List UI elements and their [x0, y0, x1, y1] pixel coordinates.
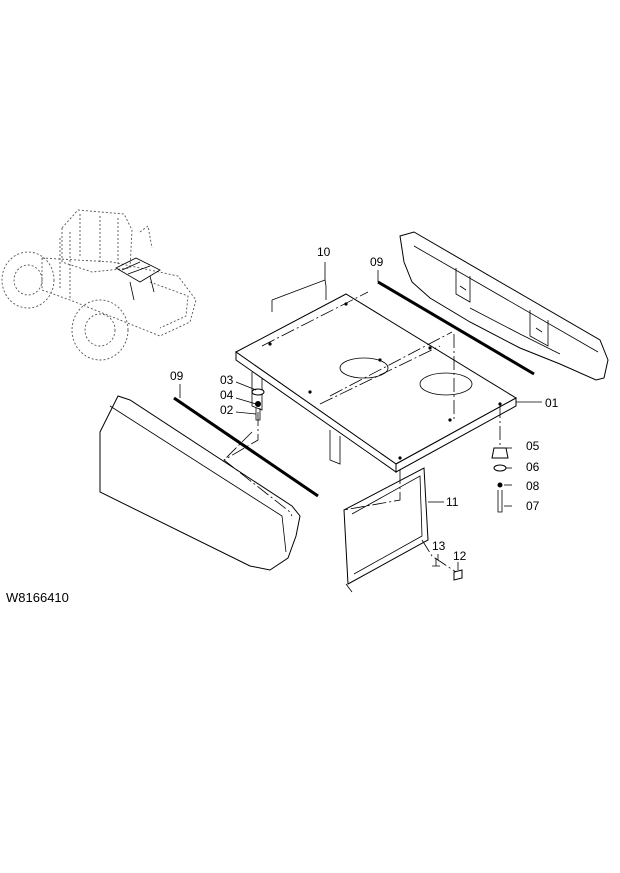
part-number-labels: 10 09 09 03 04 02 01 05 06 08 07 11 13 1…: [170, 245, 559, 563]
label-13: 13: [432, 539, 446, 553]
assembly-lines: [223, 286, 501, 593]
label-12: 12: [453, 549, 467, 563]
drawing-code: W8166410: [6, 590, 69, 605]
leader-lines: [179, 262, 542, 570]
fasteners-right: [491, 447, 509, 513]
left-side-cover: [99, 395, 301, 571]
label-02: 02: [220, 403, 234, 417]
label-10: 10: [317, 245, 331, 259]
label-09-right: 09: [370, 255, 384, 269]
floor-plate: [235, 291, 517, 473]
label-08: 08: [526, 479, 540, 493]
seal-strip-left: [173, 396, 319, 498]
right-side-cover: [399, 231, 609, 381]
label-07: 07: [526, 499, 540, 513]
label-05: 05: [526, 439, 540, 453]
machine-locator-illustration: [1, 209, 197, 361]
label-04: 04: [220, 388, 234, 402]
label-01: 01: [545, 396, 559, 410]
label-09-left: 09: [170, 369, 184, 383]
seal-strip-right: [377, 280, 535, 376]
rear-panel: [343, 467, 429, 585]
fasteners-rear: [432, 558, 463, 581]
label-11: 11: [446, 495, 459, 509]
label-06: 06: [526, 460, 540, 474]
label-03: 03: [220, 373, 234, 387]
